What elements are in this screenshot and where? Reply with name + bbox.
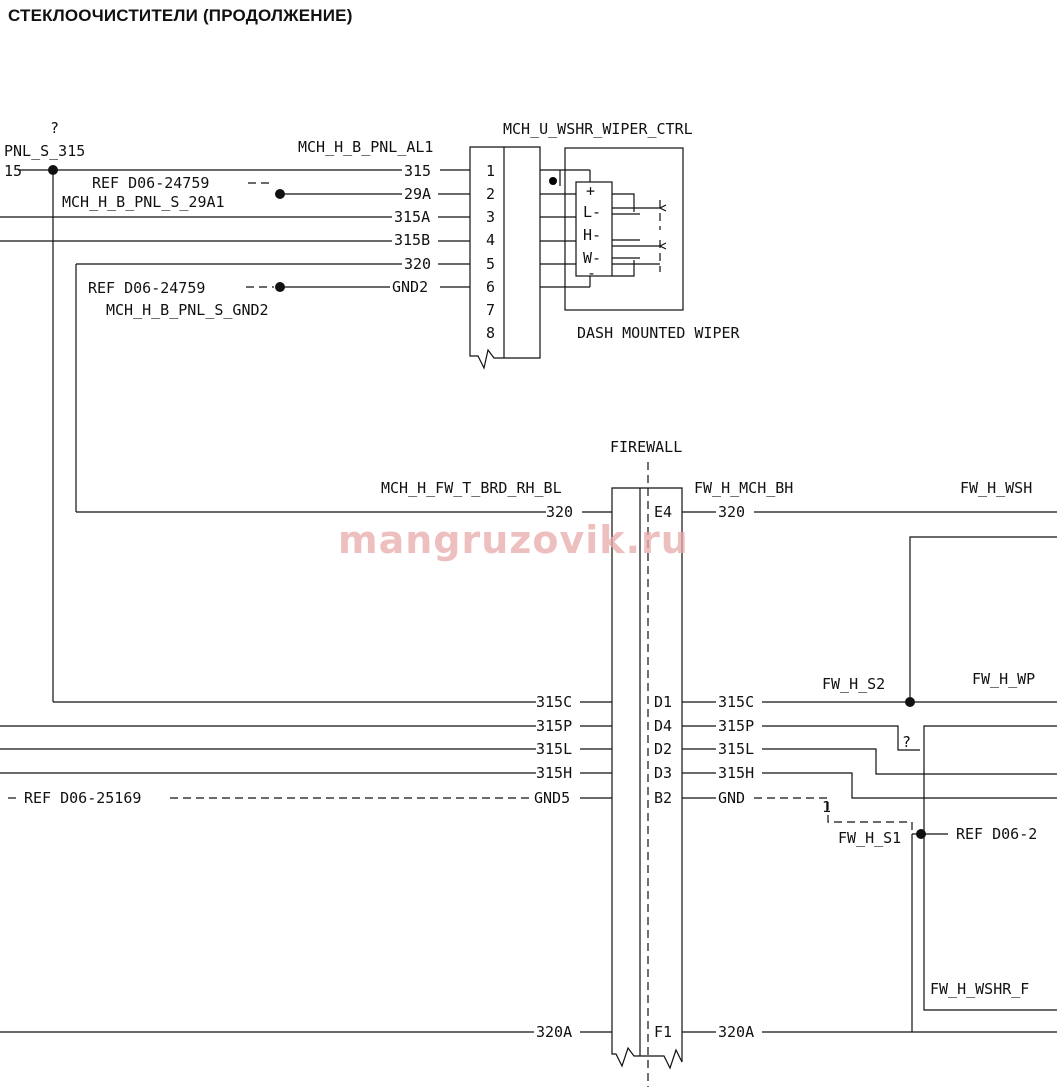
splice-gnd2-label: MCH_H_B_PNL_S_GND2 — [106, 301, 269, 319]
fw-left-connector-label: MCH_H_FW_T_BRD_RH_BL — [381, 479, 562, 497]
dash-wiper-enclosure — [564, 147, 684, 311]
fw-h-wp-label: FW_H_WP — [972, 670, 1035, 688]
wire-315l-fw-right — [762, 748, 1057, 775]
fw-e4-right-label: 320 — [718, 503, 745, 521]
fw-f1-left-label: 320A — [536, 1023, 572, 1041]
firewall-label: FIREWALL — [610, 438, 682, 456]
fw-e4-pin: E4 — [654, 503, 672, 521]
fw-d4-left-label: 315P — [536, 717, 572, 735]
splice-fw-h-s2-dot — [905, 697, 915, 707]
fw-d4-right-label: 315P — [718, 717, 754, 735]
wire-315-label: 315 — [404, 162, 431, 180]
pin-3-number: 3 — [486, 208, 495, 226]
firewall-connector-body — [611, 487, 683, 1070]
wire-315p-fw-right — [762, 725, 920, 751]
dash-wiper-label: DASH MOUNTED WIPER — [577, 324, 741, 342]
switch-plus-label: + — [586, 182, 595, 200]
page-title: СТЕКЛООЧИСТИТЕЛИ (ПРОДОЛЖЕНИЕ) — [8, 6, 353, 25]
wire-gnd-fw-right — [754, 797, 913, 834]
fw-f1-right-label: 320A — [718, 1023, 754, 1041]
ref-gnd2-label: REF D06-24759 — [88, 279, 205, 297]
pin-5-number: 5 — [486, 255, 495, 273]
gnd-tick-label: 1 — [822, 798, 831, 816]
question-mark-mid-label: ? — [902, 733, 911, 751]
wiper-ctrl-label: MCH_U_WSHR_WIPER_CTRL — [503, 120, 693, 138]
wire-gnd2-label: GND2 — [392, 278, 428, 296]
ref-25169-label: REF D06-25169 — [24, 789, 141, 807]
wire-315a-label: 315A — [394, 208, 430, 226]
fw-d2-left-label: 315L — [536, 740, 572, 758]
fw-b2-right-label: GND — [718, 789, 745, 807]
fw-d1-pin: D1 — [654, 693, 672, 711]
fw-d3-pin: D3 — [654, 764, 672, 782]
connector-al1-body — [469, 146, 541, 370]
fw-h-s1-label: FW_H_S1 — [838, 829, 901, 847]
fw-e4-left-label: 320 — [546, 503, 573, 521]
switch-minus-label: - — [587, 264, 596, 282]
switch-l-label: L- — [583, 203, 601, 221]
pin-7-number: 7 — [486, 301, 495, 319]
pin-1-number: 1 — [486, 162, 495, 180]
switch-contact-upper — [612, 193, 635, 212]
fw-b2-pin: B2 — [654, 789, 672, 807]
fw-d2-right-label: 315L — [718, 740, 754, 758]
fw-b2-left-label: GND5 — [534, 789, 570, 807]
switch-arrow-upper — [658, 204, 667, 212]
fw-h-wshr-f-box — [923, 725, 1057, 1011]
switch-contact-lower — [612, 260, 635, 277]
fw-right-connector-label: FW_H_MCH_BH — [694, 479, 793, 497]
switch-h-label: H- — [583, 226, 601, 244]
wiper-switch-body — [575, 181, 613, 277]
fw-h-wsh-label: FW_H_WSH — [960, 479, 1032, 497]
wire-15-label: 15 — [4, 162, 22, 180]
ref-s1-label: REF D06-2 — [956, 825, 1037, 843]
pin-4-number: 4 — [486, 231, 495, 249]
watermark: mangruzovik.ru — [338, 518, 689, 562]
pin-6-number: 6 — [486, 278, 495, 296]
ref-29a-label: REF D06-24759 — [92, 174, 209, 192]
fw-d2-pin: D2 — [654, 740, 672, 758]
pin-2-number: 2 — [486, 185, 495, 203]
fw-d1-left-label: 315C — [536, 693, 572, 711]
splice-gnd2-dot — [275, 282, 285, 292]
wire-315b-label: 315B — [394, 231, 430, 249]
switch-w-label: W- — [583, 249, 601, 267]
fw-h-wshr-f-label: FW_H_WSHR_F — [930, 980, 1029, 998]
wire-315h-fw-right — [762, 772, 1057, 799]
splice-29a-dot — [275, 189, 285, 199]
wire-pin1-terminal — [549, 177, 557, 185]
question-mark-label: ? — [50, 119, 59, 137]
fw-h-s2-label: FW_H_S2 — [822, 675, 885, 693]
connector-al1-label: MCH_H_B_PNL_AL1 — [298, 138, 433, 156]
splice-pnl-s-315-label: PNL_S_315 — [4, 142, 85, 160]
splice-29a-label: MCH_H_B_PNL_S_29A1 — [62, 193, 225, 211]
fw-d4-pin: D4 — [654, 717, 672, 735]
fw-d3-left-label: 315H — [536, 764, 572, 782]
wire-29a-label: 29A — [404, 185, 431, 203]
fw-h-wsh-branch — [909, 536, 1057, 702]
switch-arrow-lower — [658, 242, 667, 250]
fw-d1-right-label: 315C — [718, 693, 754, 711]
pin-8-number: 8 — [486, 324, 495, 342]
wire-320-label: 320 — [404, 255, 431, 273]
fw-d3-right-label: 315H — [718, 764, 754, 782]
fw-f1-pin: F1 — [654, 1023, 672, 1041]
